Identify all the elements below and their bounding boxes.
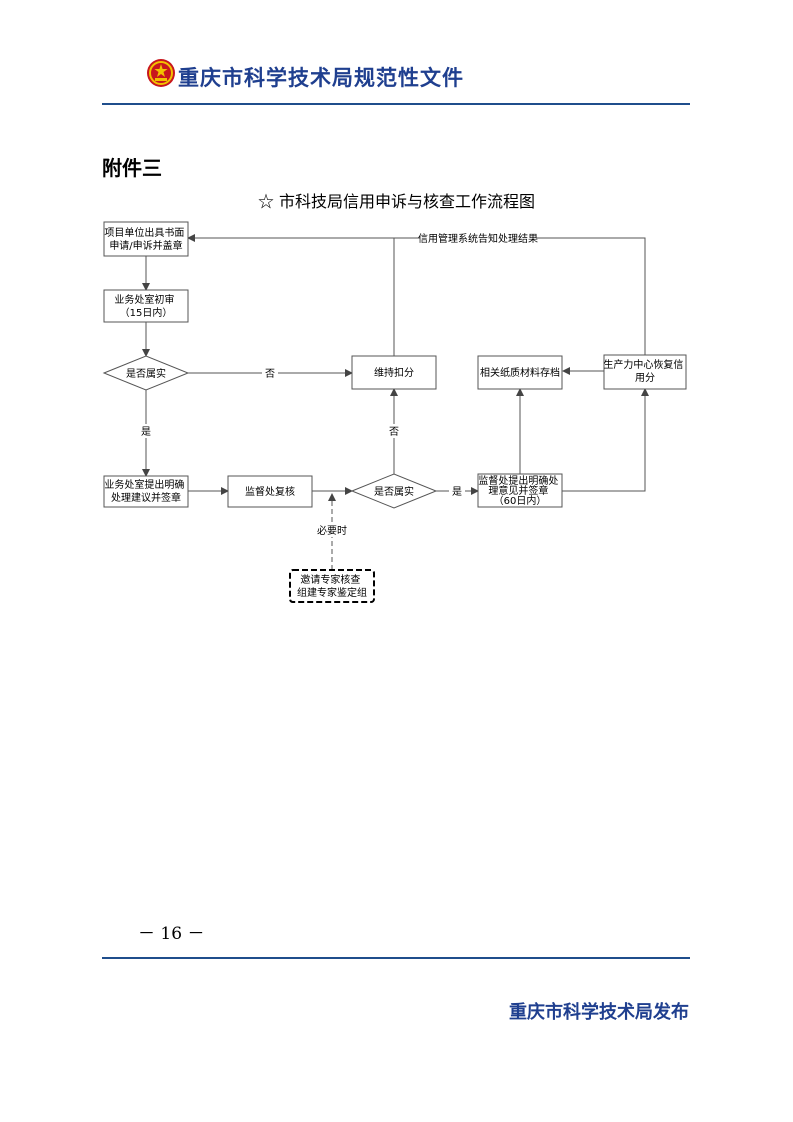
node-supervision-recheck-text: 监督处复核 <box>245 485 295 498</box>
document-header-title: 重庆市科学技术局规范性文件 <box>178 66 464 90</box>
node-restore-credit-box <box>603 354 687 390</box>
label-no-1: 否 <box>265 368 275 380</box>
decision-verify-1-text: 是否属实 <box>126 367 166 380</box>
attachment-label: 附件三 <box>102 156 162 180</box>
node-initial-review-text: 业务处室初审 （15日内） <box>114 293 177 319</box>
node-keep-deduction-text: 维持扣分 <box>374 366 414 379</box>
label-no-2: 否 <box>389 426 399 438</box>
label-yes-2: 是 <box>452 486 462 498</box>
edges <box>142 234 649 570</box>
decision-verify-1 <box>102 355 190 391</box>
page-number: － 16 － <box>138 924 205 944</box>
national-emblem-icon <box>147 59 175 87</box>
edge-n8-n5 <box>562 388 649 492</box>
decision-verify-2 <box>350 473 438 509</box>
node-keep-deduction-box <box>351 355 437 390</box>
node-supervision-opinion-box <box>477 473 563 508</box>
label-yes-1: 是 <box>141 426 151 438</box>
node-supervision-opinion-text: 监督处提出明确处 理意见并签章 （60日内） <box>478 474 561 507</box>
node-archive-text: 相关纸质材料存档 <box>480 366 560 379</box>
node-apply-box <box>103 221 189 257</box>
node-supervision-recheck-box <box>227 475 313 508</box>
node-apply-text: 项目单位出具书面 申请/申诉并盖章 <box>104 226 187 252</box>
node-archive-box <box>477 355 563 390</box>
node-dept-proposal-box <box>103 475 189 508</box>
node-initial-review-box <box>103 289 189 323</box>
header-divider <box>102 103 690 105</box>
node-restore-credit-text: 生产力中心恢复信 用分 <box>603 358 686 384</box>
node-dept-proposal-text: 业务处室提出明确 处理建议并签章 <box>104 478 187 504</box>
footer-publisher: 重庆市科学技术局发布 <box>509 1002 689 1023</box>
node-expert-review-text: 邀请专家核查 组建专家鉴定组 <box>297 573 367 599</box>
flowchart-title: ☆ 市科技局信用申诉与核查工作流程图 <box>257 192 536 211</box>
footer-divider <box>102 957 690 959</box>
label-if-needed: 必要时 <box>317 524 347 537</box>
edge-n5-n1 <box>187 234 646 355</box>
node-expert-review-box <box>289 569 375 603</box>
label-notify-result: 信用管理系统告知处理结果 <box>418 232 538 245</box>
decision-verify-2-text: 是否属实 <box>374 485 414 498</box>
